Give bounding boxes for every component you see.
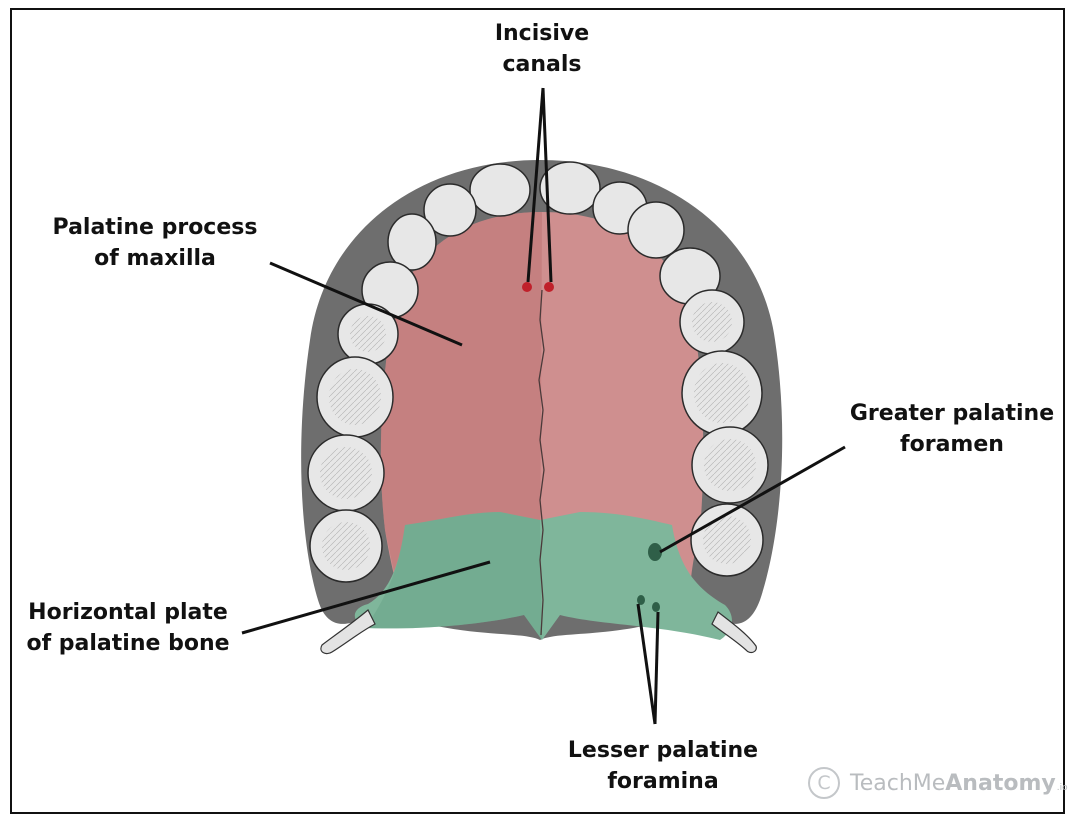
watermark-brand-bold: Anatomy [945,771,1055,796]
incisive-canal-right [544,282,554,292]
lesser-palatine-foramen-1 [637,595,645,605]
label-horizontal-plate: Horizontal plate of palatine bone [8,597,248,659]
copyright-icon: C [808,767,840,799]
watermark-brand-suffix: .io [1057,783,1068,793]
left-central-incisor [470,164,530,216]
greater-palatine-foramen [648,543,662,561]
left-canine [388,214,436,270]
watermark-brand-light: TeachMe [850,771,945,796]
label-palatine-process: Palatine process of maxilla [30,212,280,274]
right-canine [628,202,684,258]
leader-lesser-right [655,612,658,724]
incisive-canal-left [522,282,532,292]
label-incisive-canals: Incisive canals [472,18,612,80]
label-greater-palatine-foramen: Greater palatine foramen [836,398,1068,460]
lesser-palatine-foramen-2 [652,602,660,612]
label-lesser-palatine-foramina: Lesser palatine foramina [548,735,778,797]
